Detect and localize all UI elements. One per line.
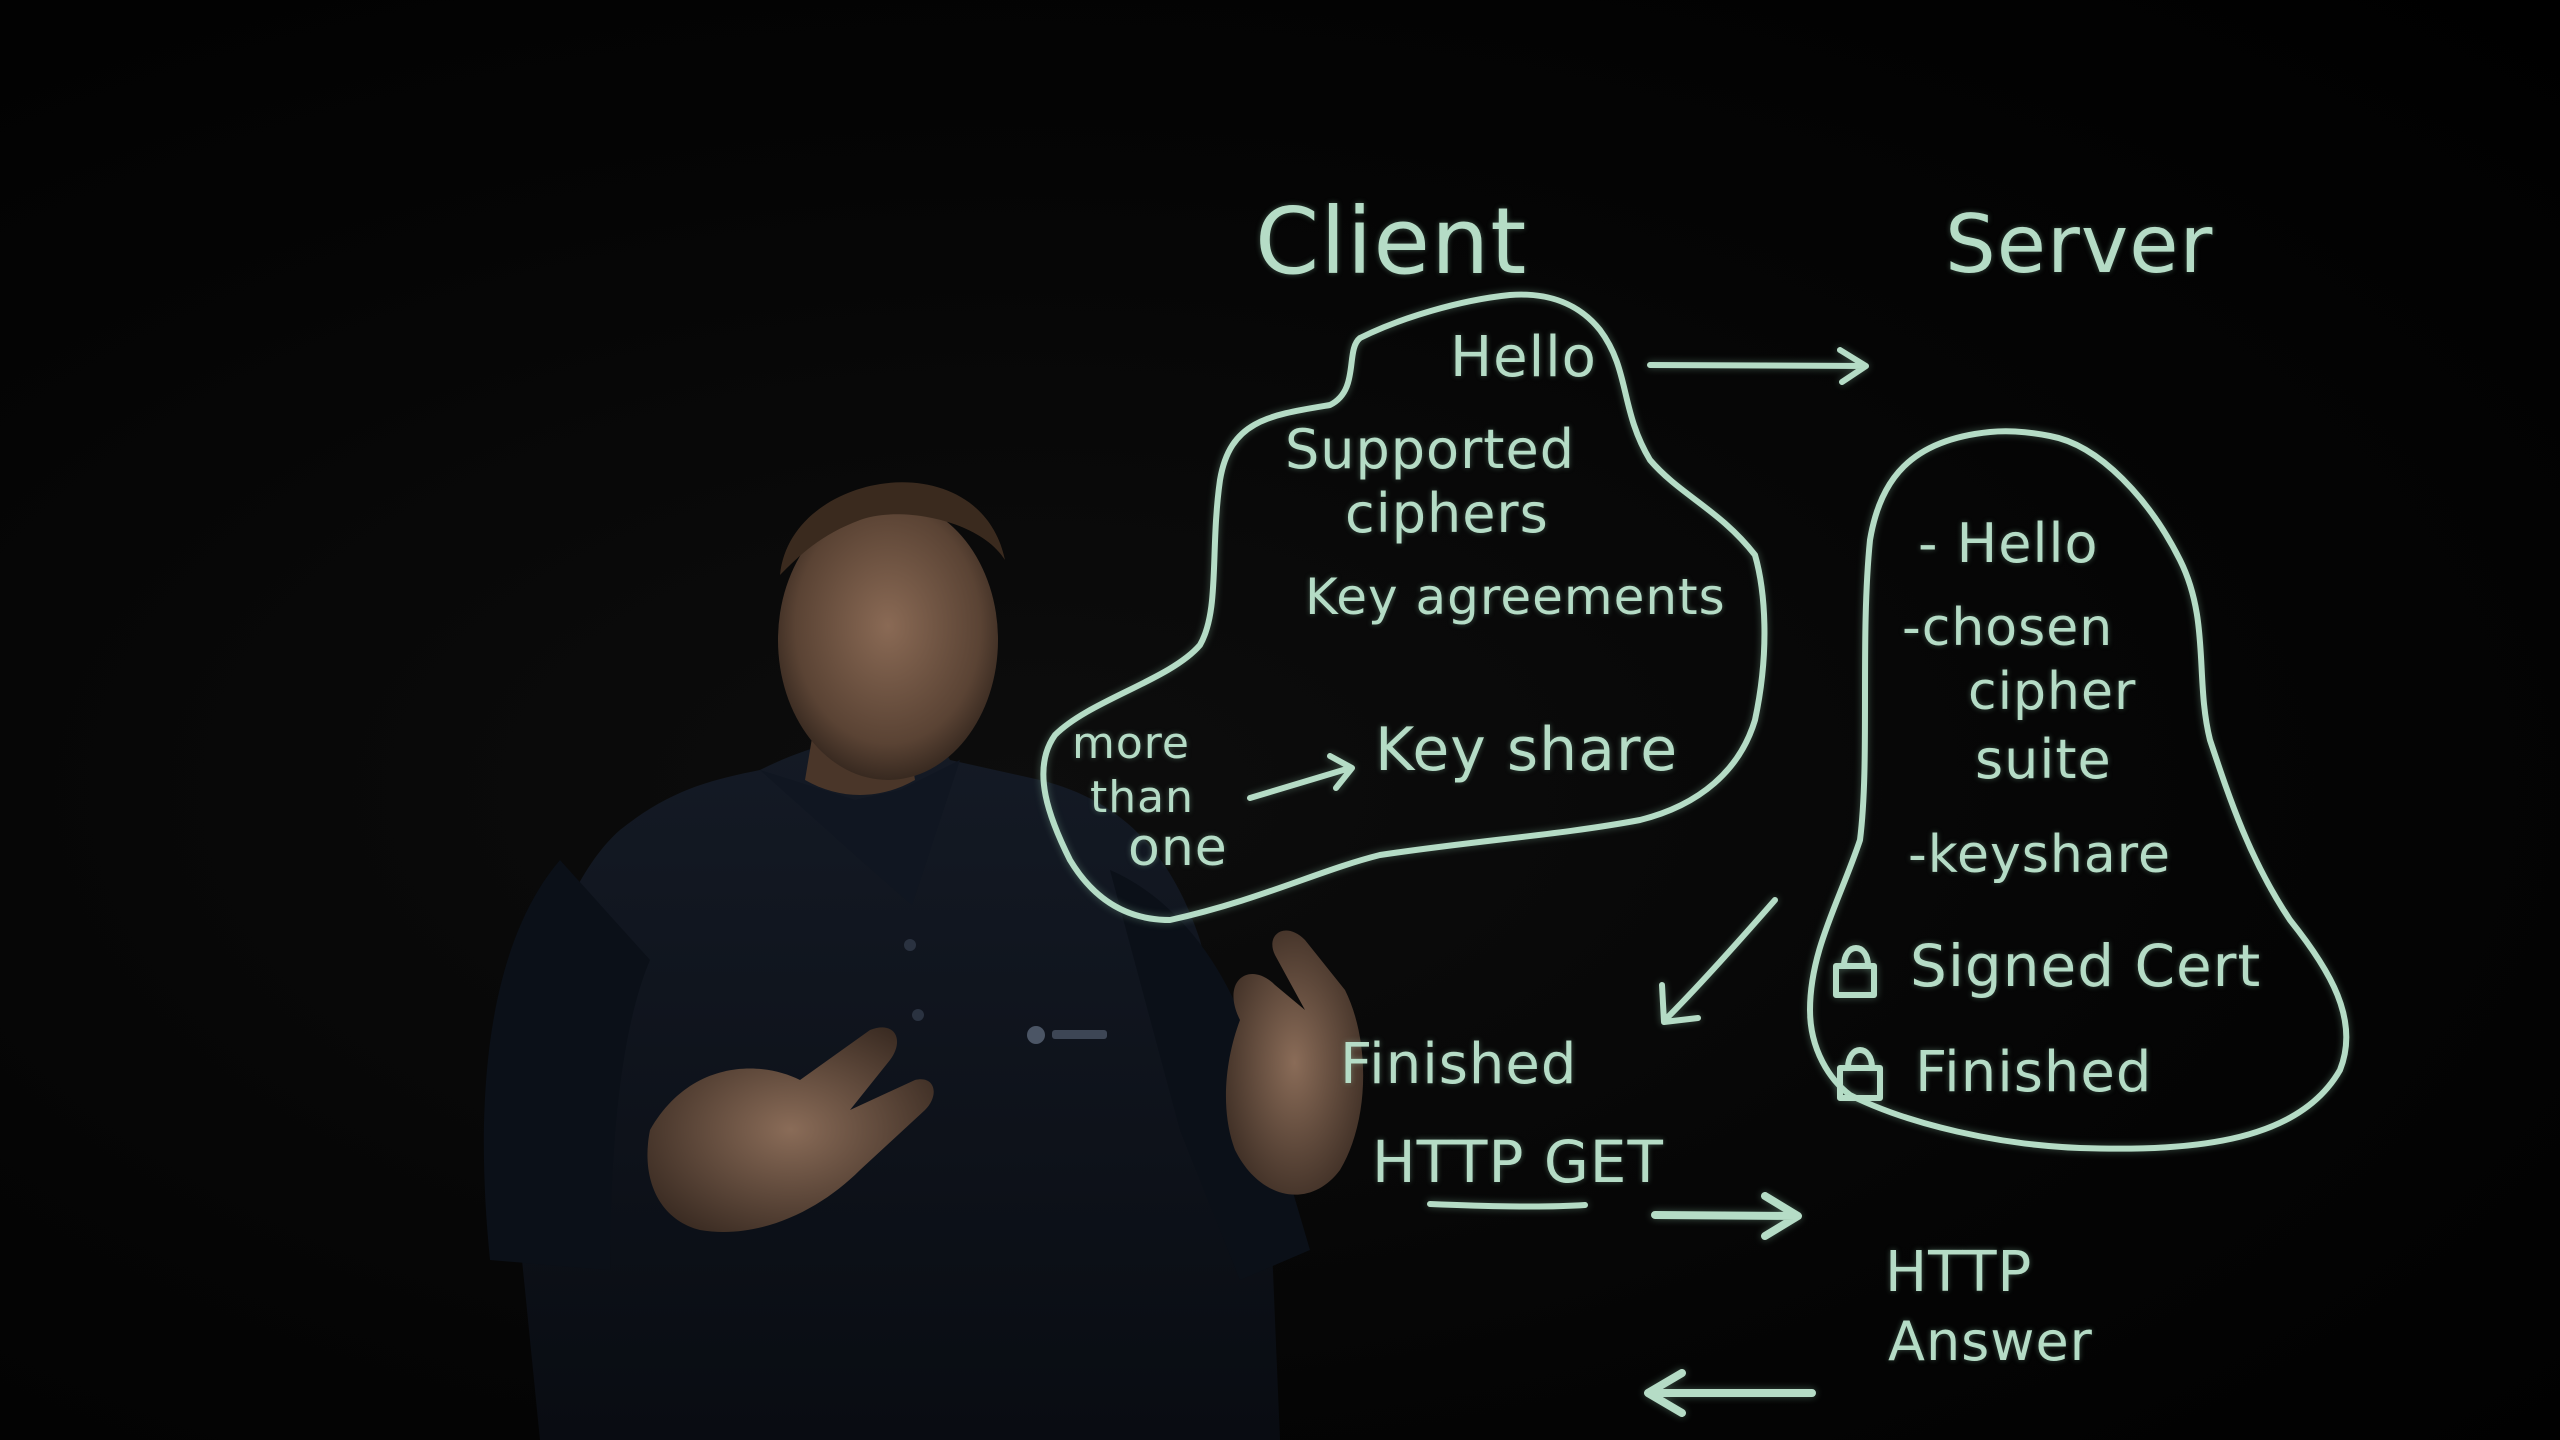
- client-note-more: more: [1072, 718, 1190, 769]
- server-outline: [1807, 428, 2350, 1152]
- server-finished-label: Finished: [1915, 1040, 2153, 1105]
- http-get-underline: [1427, 1201, 1588, 1210]
- client-outline: [1040, 291, 1768, 923]
- server-chosen-label: -chosen: [1902, 598, 2114, 658]
- server-answer-label: Answer: [1888, 1310, 2093, 1373]
- arrow-right-icon: [1647, 347, 1869, 385]
- client-key-agreements-label: Key agreements: [1305, 568, 1726, 626]
- client-supported-label: Supported: [1285, 418, 1575, 481]
- arrow-left-icon: [1644, 1369, 1816, 1417]
- client-http-get-label: HTTP GET: [1372, 1128, 1664, 1196]
- client-key-share-label: Key share: [1375, 715, 1679, 785]
- client-note-than: than: [1090, 772, 1194, 823]
- server-title: Server: [1945, 198, 2214, 291]
- server-signed-cert-label: Signed Cert: [1910, 932, 2262, 1000]
- arrow-down-left-icon: [1659, 897, 1778, 1025]
- client-note-one: one: [1128, 818, 1228, 878]
- client-title: Client: [1255, 188, 1528, 295]
- client-finished-label: Finished: [1340, 1032, 1578, 1097]
- lock-icon: [1837, 1047, 1883, 1101]
- arrow-right-icon: [1651, 1192, 1802, 1240]
- client-ciphers-label: ciphers: [1345, 482, 1549, 545]
- server-cipher-label: cipher: [1968, 662, 2137, 722]
- lock-icon: [1833, 945, 1877, 998]
- client-hello-label: Hello: [1450, 325, 1597, 390]
- arrow-right-icon: [1247, 753, 1355, 801]
- server-key-share-label: -keyshare: [1908, 825, 2171, 885]
- server-suite-label: suite: [1975, 728, 2112, 791]
- server-http-label: HTTP: [1885, 1240, 2033, 1305]
- server-hello-label: - Hello: [1918, 512, 2099, 575]
